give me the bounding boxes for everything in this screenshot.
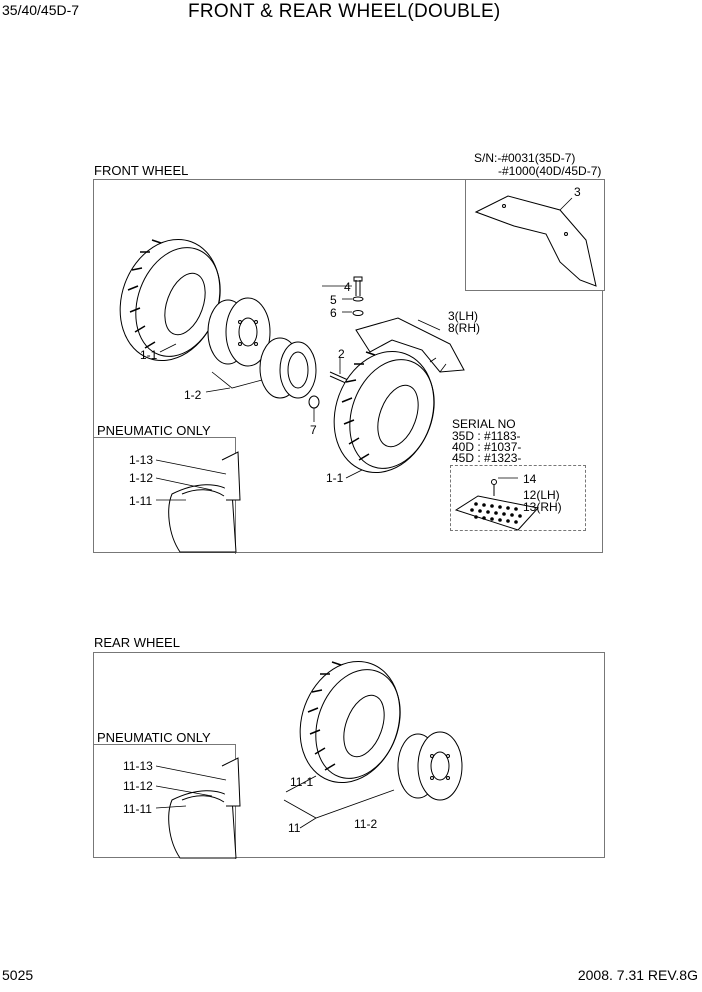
rear-wheel-label: REAR WHEEL <box>94 635 180 650</box>
callout-6: 6 <box>330 306 337 320</box>
callout-11-13: 11-13 <box>123 759 153 773</box>
rear-wheel-frame <box>93 652 605 858</box>
rear-pneumatic-label: PNEUMATIC ONLY <box>97 730 211 745</box>
callout-1-2: 1-2 <box>184 388 202 402</box>
stud-bolt-icon <box>329 358 349 385</box>
page-title: FRONT & REAR WHEEL(DOUBLE) <box>188 1 501 22</box>
rear-pneumatic-section-icon <box>155 757 241 859</box>
callout-7: 7 <box>310 423 317 437</box>
callout-11-12: 11-12 <box>123 779 153 793</box>
front-pneumatic-section-icon <box>155 451 241 553</box>
sn-line-2: -#1000(40D/45D-7) <box>498 164 602 178</box>
wheel-nut-icon <box>308 395 320 422</box>
fender-bolt-icon <box>322 276 364 316</box>
front-wheel-label: FRONT WHEEL <box>94 163 189 178</box>
callout-1-11: 1-11 <box>129 494 153 508</box>
callout-1-1-left: 1-1 <box>140 348 158 362</box>
callout-3-inset: 3 <box>574 185 581 199</box>
date-revision: 2008. 7.31 REV.8G <box>577 967 698 983</box>
callout-4: 4 <box>344 280 351 294</box>
front-tire-right-icon <box>333 350 435 474</box>
rear-rim-icon <box>397 731 463 801</box>
callout-14: 14 <box>523 472 537 486</box>
rear-tire-icon <box>299 660 401 784</box>
front-rim-half-2-icon <box>259 337 317 399</box>
fender-inset-icon <box>474 195 597 287</box>
callout-1-12: 1-12 <box>129 471 154 485</box>
callout-11-2: 11-2 <box>354 817 378 831</box>
callout-11-11: 11-11 <box>123 802 152 816</box>
page-number: 5025 <box>2 967 34 983</box>
model-code: 35/40/45D-7 <box>2 2 80 18</box>
callout-12-lh: 12(LH) <box>523 488 560 502</box>
front-fender-icon <box>355 317 465 373</box>
callout-8-rh: 8(RH) <box>448 321 480 335</box>
callout-2: 2 <box>338 347 345 361</box>
serial-line-35d: 35D : #1183- <box>452 429 521 443</box>
sn-line-1: S/N:-#0031(35D-7) <box>474 151 576 165</box>
callout-5: 5 <box>330 293 337 307</box>
front-wheel-frame <box>93 179 603 553</box>
callout-11-1: 11-1 <box>290 775 314 789</box>
step-plate-icon <box>454 477 539 531</box>
serial-line-45d: 45D : #1323- <box>452 451 522 465</box>
front-pneumatic-label: PNEUMATIC ONLY <box>97 423 211 438</box>
callout-11: 11 <box>288 821 301 835</box>
front-rim-half-1-icon <box>207 297 271 367</box>
serial-title: SERIAL NO <box>452 417 516 431</box>
callout-13-rh: 13(RH) <box>523 500 562 514</box>
serial-line-40d: 40D : #1037- <box>452 440 522 454</box>
callout-3-lh: 3(LH) <box>448 309 479 323</box>
callout-1-13: 1-13 <box>129 453 154 467</box>
callout-1-1-right: 1-1 <box>326 471 344 485</box>
